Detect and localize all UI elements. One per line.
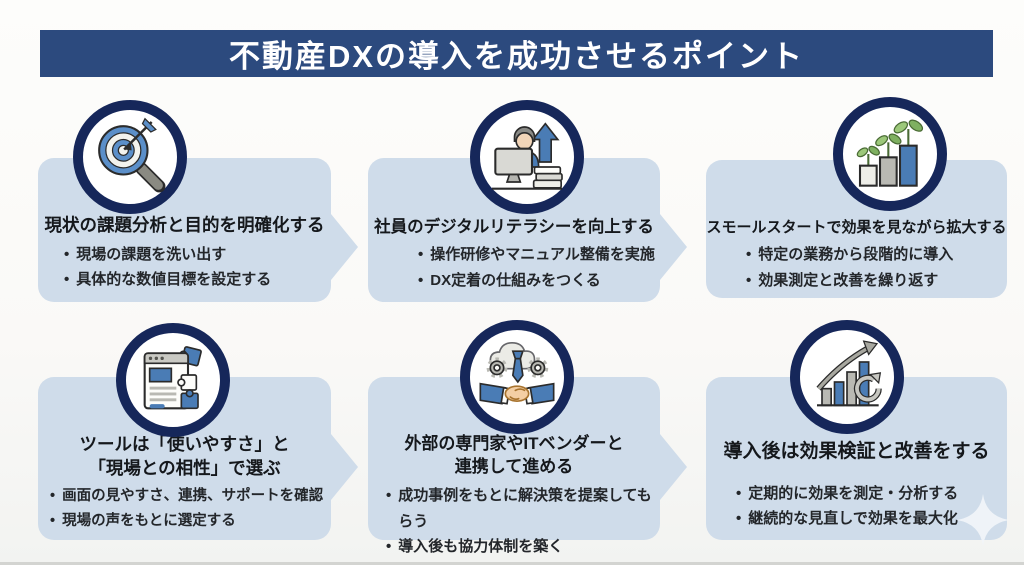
sparkle-icon bbox=[957, 494, 1009, 546]
card-bullets: •画面の見やすさ、連携、サポートを確認 •現場の声をもとに選定する bbox=[38, 484, 331, 534]
card-bullets: •成功事例をもとに解決策を提案してもらう •導入後も協力体制を築く bbox=[368, 483, 660, 560]
card-heading: 外部の専門家やITベンダーと連携して進める bbox=[404, 434, 624, 476]
title-banner: 不動産DXの導入を成功させるポイント bbox=[40, 30, 993, 77]
bullet-item: •成功事例をもとに解決策を提案してもらう bbox=[386, 486, 652, 530]
bullet-item: •定期的に効果を測定・分析する bbox=[736, 484, 959, 502]
icon-circle bbox=[470, 100, 584, 214]
card-bullets: •現場の課題を洗い出す •具体的な数値目標を設定する bbox=[38, 242, 331, 294]
card-heading: 現状の課題分析と目的を明確化する bbox=[44, 215, 325, 235]
bullet-item: •効果測定と改善を繰り返す bbox=[746, 272, 939, 290]
bullet-item: •現場の課題を洗い出す bbox=[64, 245, 227, 263]
card-small-start: スモールスタートで効果を見ながら拡大する •特定の業務から段階的に導入 •効果測… bbox=[706, 160, 1007, 298]
card-bullets: •操作研修やマニュアル整備を実施 •DX定着の仕組みをつくる bbox=[368, 242, 660, 294]
bullet-item: •具体的な数値目標を設定する bbox=[64, 271, 272, 289]
bullet-item: •DX定着の仕組みをつくる bbox=[418, 272, 601, 290]
icon-circle bbox=[116, 323, 230, 437]
bullet-item: •画面の見やすさ、連携、サポートを確認 bbox=[50, 488, 324, 505]
employee-training-icon bbox=[492, 122, 563, 190]
bullet-item: •導入後も協力体制を築く bbox=[386, 538, 564, 556]
icon-circle bbox=[460, 320, 574, 434]
card-heading: 導入後は効果検証と改善をする bbox=[723, 441, 990, 462]
icon-circle bbox=[833, 97, 947, 211]
partnership-handshake-icon bbox=[479, 341, 555, 405]
bullet-item: •継続的な見直しで効果を最大化 bbox=[736, 510, 958, 528]
growth-steps-icon bbox=[856, 119, 924, 187]
page-title: 不動産DXの導入を成功させるポイント bbox=[228, 39, 805, 74]
bullet-item: •特定の業務から段階的に導入 bbox=[746, 246, 954, 264]
icon-circle bbox=[73, 100, 187, 214]
card-heading: スモールスタートで効果を見ながら拡大する bbox=[706, 219, 1007, 236]
card-heading: 社員のデジタルリテラシーを向上する bbox=[374, 218, 654, 236]
icon-circle bbox=[790, 320, 904, 434]
improvement-chart-icon bbox=[816, 340, 882, 407]
target-magnifier-icon bbox=[98, 117, 166, 193]
card-bullets: •特定の業務から段階的に導入 •効果測定と改善を繰り返す bbox=[706, 242, 1007, 294]
card-clarify-goals: 現状の課題分析と目的を明確化する •現場の課題を洗い出す •具体的な数値目標を設… bbox=[38, 158, 331, 302]
bullet-item: •現場の声をもとに選定する bbox=[50, 513, 236, 530]
tool-puzzle-icon bbox=[143, 346, 202, 410]
bullet-item: •操作研修やマニュアル整備を実施 bbox=[418, 246, 655, 264]
card-bullets: •定期的に効果を測定・分析する •継続的な見直しで効果を最大化 bbox=[706, 481, 1007, 533]
card-heading: ツールは「使いやすさ」と「現場との相性」で選ぶ bbox=[79, 434, 290, 478]
